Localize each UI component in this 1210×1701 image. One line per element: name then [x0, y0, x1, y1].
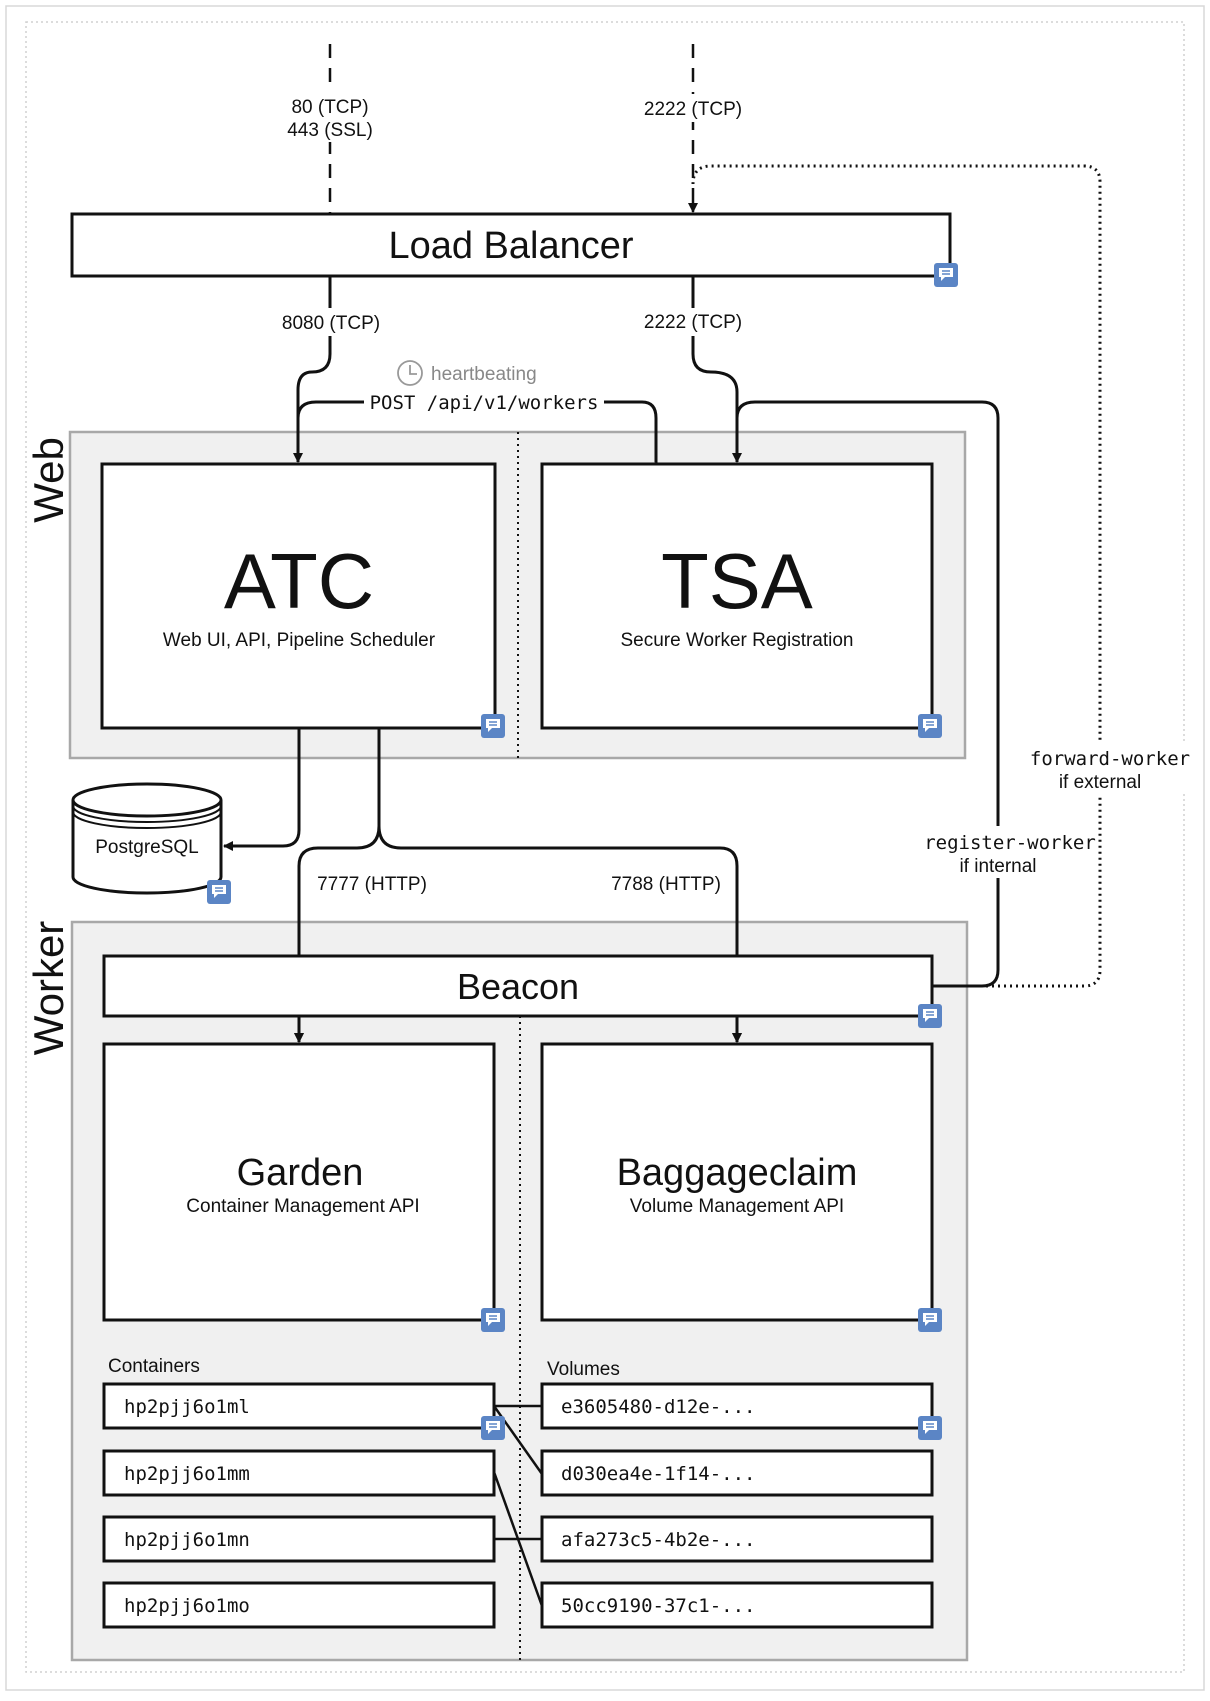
note-icon[interactable] [918, 714, 942, 738]
atc-to-garden-link [294, 728, 381, 1043]
forward-worker-link [691, 164, 1102, 988]
garden-box[interactable] [102, 1042, 496, 1322]
register-worker-link [735, 400, 1000, 988]
garden-port-label: 7777 (HTTP) [317, 874, 427, 895]
volume-item[interactable] [540, 1515, 934, 1563]
note-icon[interactable] [918, 1308, 942, 1332]
atc-to-postgres-link [223, 728, 301, 851]
baggageclaim-port-label: 7788 (HTTP) [611, 874, 721, 895]
lb-port-8080-label: 8080 (TCP) [282, 313, 380, 334]
container-id: hp2pjj6o1ml [124, 1396, 250, 1418]
heartbeat-label: heartbeating [431, 364, 537, 385]
heartbeat-link [296, 400, 658, 462]
heartbeat-endpoint-label: POST /api/v1/workers [370, 392, 599, 414]
note-icon[interactable] [207, 880, 231, 904]
lb-to-tsa-link [691, 276, 742, 463]
lb-port-2222-out-label: 2222 (TCP) [644, 312, 742, 333]
container-item[interactable] [102, 1449, 496, 1497]
worker-group-label: Worker [25, 921, 72, 1056]
postgresql-db[interactable] [71, 782, 223, 895]
note-icon[interactable] [481, 714, 505, 738]
register-worker-condition: if internal [959, 856, 1036, 877]
forward-worker-label: forward-worker [1030, 748, 1190, 770]
volume-id: 50cc9190-37c1-... [561, 1595, 755, 1617]
note-icon[interactable] [481, 1416, 505, 1440]
garden-title: Garden [237, 1152, 364, 1194]
volume-item[interactable] [540, 1449, 934, 1497]
register-worker-label: register-worker [924, 832, 1096, 854]
load-balancer[interactable] [70, 212, 952, 278]
beacon-title: Beacon [457, 966, 579, 1007]
container-item[interactable] [102, 1382, 496, 1430]
baggageclaim-subtitle: Volume Management API [630, 1196, 844, 1217]
clock-icon [397, 360, 423, 386]
container-id: hp2pjj6o1mo [124, 1595, 250, 1617]
note-icon[interactable] [918, 1416, 942, 1440]
garden-subtitle: Container Management API [186, 1196, 419, 1217]
container-item[interactable] [102, 1581, 496, 1629]
volume-list: e3605480-d12e-... d030ea4e-1f14-... afa2… [540, 1382, 934, 1629]
containers-label: Containers [108, 1356, 200, 1377]
note-badges [207, 263, 958, 1440]
note-icon[interactable] [918, 1004, 942, 1028]
atc-title: ATC [224, 537, 374, 625]
volume-item[interactable] [540, 1581, 934, 1629]
load-balancer-title: Load Balancer [388, 225, 633, 267]
container-id: hp2pjj6o1mm [124, 1463, 250, 1485]
lb-port-443-label: 443 (SSL) [287, 120, 373, 141]
canvas-border [25, 21, 1185, 1673]
baggageclaim-title: Baggageclaim [617, 1152, 858, 1194]
baggageclaim-box[interactable] [540, 1042, 934, 1322]
container-id: hp2pjj6o1mn [124, 1529, 250, 1551]
container-list: hp2pjj6o1ml hp2pjj6o1mm hp2pjj6o1mn hp2p… [102, 1382, 496, 1629]
atc-to-baggageclaim-link [377, 825, 742, 1043]
volume-id: d030ea4e-1f14-... [561, 1463, 755, 1485]
volume-id: e3605480-d12e-... [561, 1396, 755, 1418]
atc-box[interactable] [100, 462, 497, 730]
volumes-label: Volumes [547, 1359, 620, 1380]
lb-port-2222-in-label: 2222 (TCP) [644, 99, 742, 120]
tsa-box[interactable] [540, 462, 934, 730]
tsa-title: TSA [661, 537, 813, 625]
lb-port-80-label: 80 (TCP) [291, 97, 368, 118]
lb-to-atc-link [293, 276, 332, 463]
volume-id: afa273c5-4b2e-... [561, 1529, 755, 1551]
beacon-box[interactable] [102, 954, 934, 1018]
tsa-subtitle: Secure Worker Registration [620, 630, 853, 651]
note-icon[interactable] [934, 263, 958, 287]
web-group-label: Web [25, 437, 72, 523]
atc-subtitle: Web UI, API, Pipeline Scheduler [163, 630, 436, 651]
container-item[interactable] [102, 1515, 496, 1563]
forward-worker-condition: if external [1059, 772, 1141, 793]
postgresql-label: PostgreSQL [95, 837, 199, 858]
volume-item[interactable] [540, 1382, 934, 1430]
note-icon[interactable] [481, 1308, 505, 1332]
